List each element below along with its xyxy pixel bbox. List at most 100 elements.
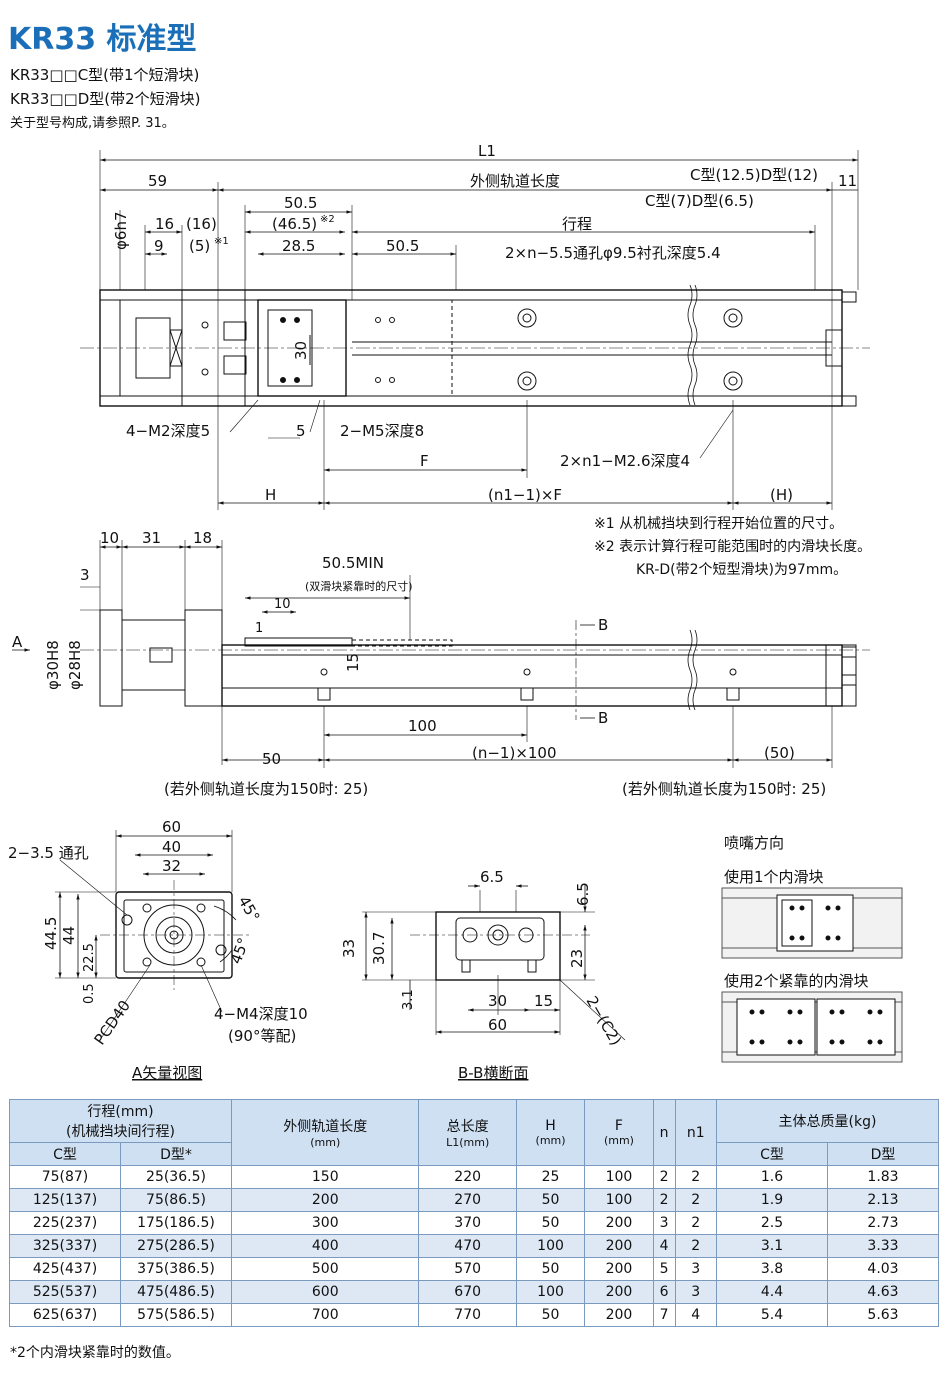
table-cell: 200 xyxy=(230,1188,420,1212)
dim-18: 18 xyxy=(193,529,212,547)
dim-f: F xyxy=(420,452,429,470)
table-cell: 200 xyxy=(584,1303,654,1327)
dim-307: 30.7 xyxy=(370,932,388,965)
dim-60: 60 xyxy=(488,1016,507,1034)
note-1: ※1 从机械挡块到行程开始位置的尺寸。 xyxy=(594,516,843,532)
header-n: n xyxy=(652,1099,676,1166)
table-cell: 1.9 xyxy=(716,1188,828,1212)
table-cell: 470 xyxy=(418,1234,517,1258)
nozzle-labels: 喷嘴方向 使用1个内滑块 使用2个紧靠的内滑块 xyxy=(724,834,869,990)
table-cell: 175(186.5) xyxy=(120,1211,232,1235)
table-cell: 400 xyxy=(230,1234,420,1258)
dim-33: 33 xyxy=(340,939,358,958)
dim-c-d-7: C型(7)D型(6.5) xyxy=(645,192,754,210)
table-cell: 100 xyxy=(515,1234,586,1258)
table-cell: 425(437) xyxy=(9,1257,121,1281)
table-cell: 700 xyxy=(230,1303,420,1327)
caption-left: (若外侧轨道长度为150时: 25) xyxy=(164,780,368,798)
table-cell: 5.4 xyxy=(716,1303,828,1327)
dim-3: 3 xyxy=(80,566,90,584)
dim-31: 31 xyxy=(142,529,161,547)
table-cell: 150 xyxy=(230,1165,420,1189)
table-cell: 370 xyxy=(418,1211,517,1235)
note-m26: 2×n1−M2.6深度4 xyxy=(560,452,690,470)
header-f: F(mm) xyxy=(584,1099,654,1166)
dim-30: 30 xyxy=(292,341,310,360)
dim-59: 59 xyxy=(148,172,167,190)
table-cell: 225(237) xyxy=(9,1211,121,1235)
side-view-labels: 10 31 18 3 50.5MIN (双滑块紧靠时的尺寸) 10 1 15 A… xyxy=(12,529,826,798)
header-track: 外侧轨道长度(mm) xyxy=(230,1099,420,1166)
nozzle-two: 使用2个紧靠的内滑块 xyxy=(724,972,869,990)
header-d: D型* xyxy=(120,1142,232,1166)
dim-31: 3.1 xyxy=(401,989,416,1010)
table-cell: 25(36.5) xyxy=(120,1165,232,1189)
dim-1: 1 xyxy=(255,621,263,636)
note-holes: 2−3.5 通孔 xyxy=(8,844,89,862)
dim-c-d-125: C型(12.5)D型(12) xyxy=(690,166,818,184)
table-cell: 2 xyxy=(674,1211,718,1235)
note-m4: 4−M4深度10 xyxy=(214,1005,308,1023)
table-cell: 7 xyxy=(652,1303,676,1327)
section-view xyxy=(362,884,626,1041)
table-cell: 4.63 xyxy=(827,1280,939,1304)
dim-outer-track: 外侧轨道长度 xyxy=(470,172,560,190)
table-cell: 1.83 xyxy=(827,1165,939,1189)
header-mass-c: C型 xyxy=(716,1142,828,1166)
dim-pcd40: PCD40 xyxy=(91,997,135,1048)
dim-285: 28.5 xyxy=(282,237,315,255)
table-cell: 525(537) xyxy=(9,1280,121,1304)
dim-65a: 6.5 xyxy=(480,868,504,886)
dim-10: 10 xyxy=(100,529,119,547)
table-cell: 6 xyxy=(652,1280,676,1304)
header-mass-d: D型 xyxy=(827,1142,939,1166)
top-view-labels: L1 59 外侧轨道长度 11 C型(12.5)D型(12) C型(7)D型(6… xyxy=(112,142,857,504)
header-stroke: 行程(mm)(机械挡块间行程) xyxy=(9,1099,232,1143)
dim-505min: 50.5MIN xyxy=(322,554,384,572)
table-cell: 3 xyxy=(674,1257,718,1281)
table-cell: 575(586.5) xyxy=(120,1303,232,1327)
table-footnote: *2个内滑块紧靠时的数值。 xyxy=(10,1345,180,1361)
page-title: KR33 标准型 xyxy=(8,22,197,57)
note-eq: (90°等配) xyxy=(228,1027,296,1045)
note-3: KR-D(带2个短型滑块)为97mm。 xyxy=(636,561,847,578)
table-cell: 220 xyxy=(418,1165,517,1189)
dim-11: 11 xyxy=(838,172,857,190)
header-c: C型 xyxy=(9,1142,121,1166)
table-cell: 375(386.5) xyxy=(120,1257,232,1281)
dim-05: 0.5 xyxy=(82,983,97,1004)
dim-44: 44 xyxy=(60,926,78,945)
table-cell: 200 xyxy=(584,1234,654,1258)
section-view-labels: 6.5 6.5 33 30.7 23 3.1 30 15 60 2−(C2) B… xyxy=(340,868,625,1082)
dim-stroke: 行程 xyxy=(562,215,592,233)
caption-a-view: A矢量视图 xyxy=(132,1064,202,1082)
header-mass: 主体总质量(kg) xyxy=(716,1099,939,1143)
model-d-line: KR33□□D型(带2个短滑块) xyxy=(10,90,201,108)
dim-50: 50 xyxy=(262,750,281,768)
note-2: ※2 表示计算行程可能范围时的内滑块长度。 xyxy=(594,538,871,555)
dim-23: 23 xyxy=(568,949,586,968)
table-cell: 500 xyxy=(230,1257,420,1281)
note-m5: 2−M5深度8 xyxy=(340,422,424,440)
table-cell: 2.13 xyxy=(827,1188,939,1212)
table-cell: 50 xyxy=(515,1211,586,1235)
end-view xyxy=(55,830,250,1041)
reference-line: 关于型号构成,请参照P. 31。 xyxy=(10,116,175,131)
table-cell: 670 xyxy=(418,1280,517,1304)
dim-phi28: φ28H8 xyxy=(66,640,84,690)
table-cell: 325(337) xyxy=(9,1234,121,1258)
nozzle-direction xyxy=(721,887,903,1063)
dim-5p: (5) xyxy=(189,237,210,255)
dim-hp: (H) xyxy=(770,486,793,504)
table-cell: 3.1 xyxy=(716,1234,828,1258)
table-cell: 4.4 xyxy=(716,1280,828,1304)
table-cell: 4 xyxy=(652,1234,676,1258)
table-cell: 100 xyxy=(584,1188,654,1212)
table-cell: 50 xyxy=(515,1188,586,1212)
dim-n100: (n−1)×100 xyxy=(472,744,557,762)
